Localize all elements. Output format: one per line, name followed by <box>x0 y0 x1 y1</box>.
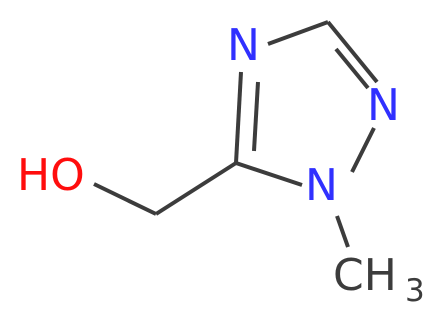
bond-c-n-top-double <box>252 81 260 152</box>
bond-c-ch2 <box>154 161 238 216</box>
bond-n-top-ch <box>267 20 329 46</box>
atom-n-right: N <box>367 80 400 131</box>
bond-n-bottom-c <box>235 161 303 187</box>
atom-n-top: N <box>227 20 260 71</box>
bond-ch2-o <box>93 182 157 216</box>
atom-methyl: CH <box>333 250 397 301</box>
bond-n-methyl <box>335 215 350 248</box>
atom-hydroxyl: HO <box>17 150 85 201</box>
bond-ch-n-right-double <box>334 47 370 90</box>
bond-c-n-top <box>234 71 243 164</box>
bonds <box>93 20 379 248</box>
bond-ch-n-right <box>326 20 379 84</box>
atom-methyl-subscript: 3 <box>405 273 425 309</box>
atom-n-bottom: N <box>305 160 338 211</box>
bond-n-right-n-bottom <box>350 127 376 173</box>
